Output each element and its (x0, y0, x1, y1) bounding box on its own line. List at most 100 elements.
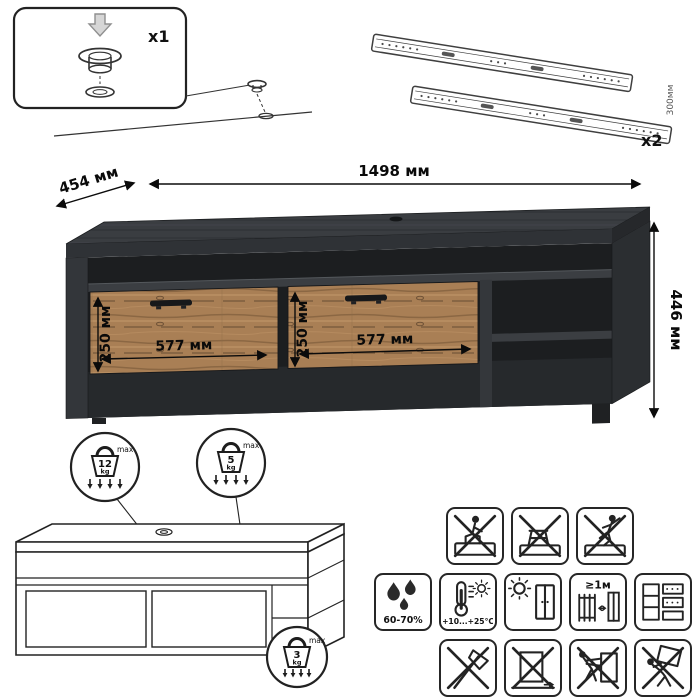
care-icon-no-axe (439, 639, 497, 697)
panels-fittings-icon (642, 583, 684, 621)
temperature-label: +10...+25°C (443, 617, 493, 626)
care-icon-temperature: +10...+25°C (439, 573, 497, 631)
no-carrying-assembled-icon (641, 644, 685, 690)
care-icon-no-carrying (634, 639, 692, 697)
no-sitting-icon (453, 514, 497, 558)
drawer-rails: x2 300мм (370, 33, 676, 150)
depth-dim-label: 454 мм (57, 163, 121, 198)
drawer-rail-icon (409, 85, 673, 145)
top-panel-edge (66, 229, 612, 258)
outline-left-drawer (25, 590, 147, 648)
press-down-arrow-icon (87, 13, 113, 38)
care-icon-no-climbing (576, 507, 634, 565)
drawer-limit-max: max (309, 636, 326, 645)
shelf-limit-max: max (243, 441, 260, 450)
right-drawer-front (287, 281, 479, 369)
shelf-limit-value: 5 (228, 455, 235, 466)
water-drops-icon: 60-70% (383, 579, 423, 626)
top-limit-max: max (117, 445, 134, 454)
depth-dim-line (55, 180, 136, 209)
width-dim-label: 1498 мм (358, 162, 430, 180)
left-drawer-width-label: 577 мм (155, 337, 212, 355)
down-arrowheads (213, 480, 249, 485)
outline-top-edge (15, 541, 309, 553)
mounted-foot-icon (247, 79, 274, 120)
right-drawer-width-line (298, 344, 472, 359)
foot-detail: x1 (12, 6, 313, 137)
kettlebell-handle-icon (95, 446, 115, 457)
tv-stand-drawing (65, 206, 651, 424)
care-icons-row2: 60-70% +10...+25°C (374, 573, 692, 631)
down-arrowheads (87, 484, 123, 489)
load-limit-top: 12 kg max (69, 431, 141, 503)
kettlebell-handle-icon (287, 637, 307, 648)
kettlebell-body-icon (216, 451, 246, 473)
no-dragging-icon (511, 646, 555, 690)
top-panel-side (612, 207, 650, 243)
down-arrows-icon (89, 479, 121, 484)
left-drawer-width-line (100, 349, 268, 365)
care-icon-panels (634, 573, 692, 631)
down-arrows-icon (284, 669, 310, 673)
left-drawer-handle (149, 299, 193, 310)
no-axe-icon (446, 646, 490, 690)
right-shelf-board (492, 330, 612, 342)
outline-shelf-lines (16, 577, 308, 586)
outline-cable-hole (155, 528, 173, 536)
outline-top-face (15, 523, 345, 543)
foot-cap-icon (78, 47, 122, 98)
distance-label: ≥1м (585, 578, 611, 591)
outline-body (15, 551, 309, 656)
kettlebell-body-icon (90, 455, 120, 477)
care-icon-heater-distance: ≥1м (569, 573, 627, 631)
kettlebell-handle-icon (221, 442, 241, 453)
top-limit-value: 12 (98, 459, 112, 470)
care-icons-row1 (446, 507, 634, 565)
right-drawer-width-label: 577 мм (356, 331, 413, 349)
right-drawer-handle (344, 294, 388, 305)
outline-shelf-depth (307, 559, 345, 579)
no-climbing-icon (583, 514, 627, 558)
care-icon-no-dragging (504, 639, 562, 697)
drawer-limit-value: 3 (294, 650, 301, 661)
load-limit-drawing (15, 496, 345, 657)
kettlebell-body-icon (282, 646, 312, 668)
shelf-limit-unit: kg (227, 464, 236, 472)
no-pushing-icon (576, 646, 620, 690)
care-icons-row3 (439, 639, 692, 697)
left-drawer-height-label: 250 мм (98, 306, 114, 363)
drawer-limit-unit: kg (293, 659, 302, 667)
heater-distance-icon: ≥1м (578, 578, 620, 622)
down-arrowheads (282, 673, 312, 678)
rails-qty-label: x2 (641, 131, 662, 150)
care-icon-no-sitting (446, 507, 504, 565)
foot-leader-line (185, 84, 251, 97)
load-limit-drawer: 3 kg max (265, 625, 329, 689)
panel-edge-line (53, 111, 313, 137)
cable-hole (389, 216, 403, 222)
right-leg (592, 403, 610, 424)
no-stool-on-top-icon (518, 514, 562, 558)
rail-length-label: 300мм (666, 85, 676, 116)
sun-cabinet-icon (508, 577, 555, 620)
left-leg (92, 418, 106, 424)
left-side-panel (65, 257, 89, 419)
care-icon-humidity: 60-70% (374, 573, 432, 631)
drawer-rail-icon (370, 33, 634, 93)
vertical-divider (480, 279, 492, 408)
right-side-panel (611, 220, 651, 405)
thermometer-icon: +10...+25°C (443, 579, 493, 626)
shelf-board (88, 269, 612, 292)
load-limit-shelf: 5 kg max (195, 427, 267, 499)
humidity-label: 60-70% (383, 615, 423, 626)
top-limit-unit: kg (101, 468, 110, 476)
care-icon-no-stool (511, 507, 569, 565)
outline-cable-hole-inner (160, 530, 168, 534)
care-icon-sunlight (504, 573, 562, 631)
care-icon-no-pushing (569, 639, 627, 697)
outline-right-drawer (151, 590, 267, 648)
right-drawer-height-label: 250 мм (295, 301, 311, 358)
down-arrows-icon (215, 475, 247, 480)
